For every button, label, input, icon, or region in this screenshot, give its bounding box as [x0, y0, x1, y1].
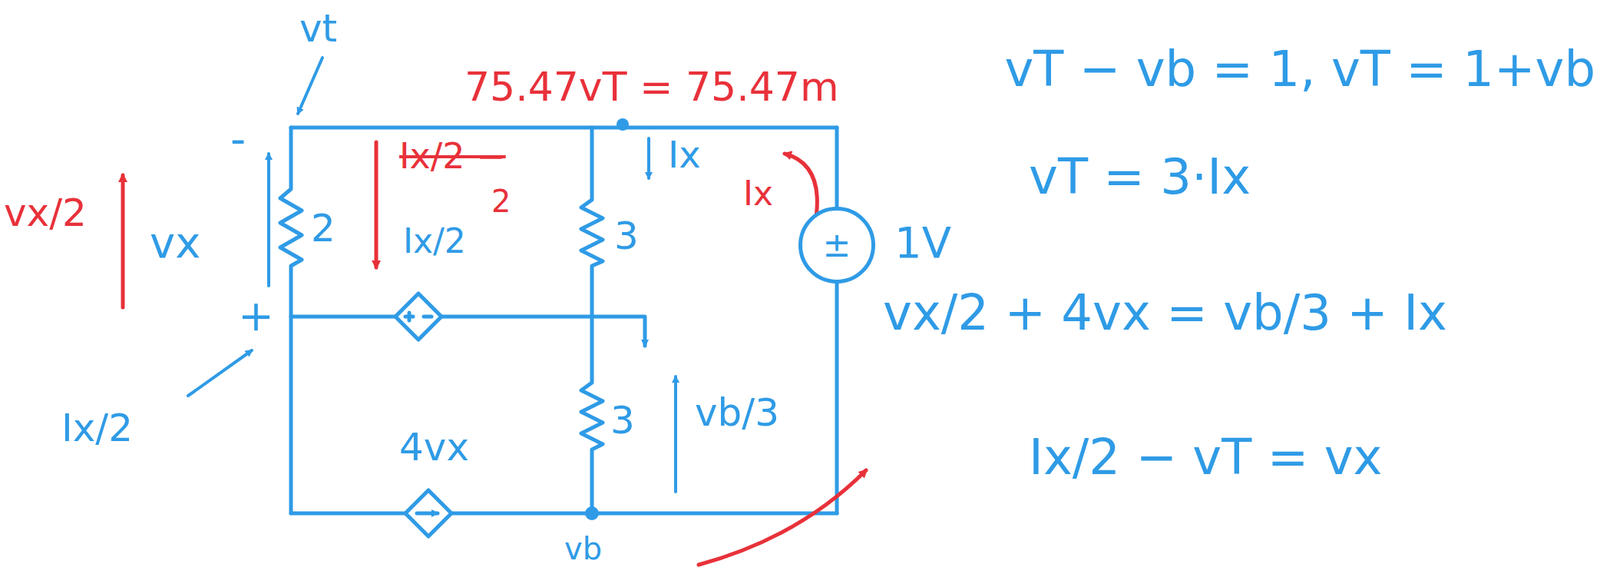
circuit-label: 75.47vT = 75.47m [464, 65, 840, 110]
circuit-label: Ix/2 [61, 406, 133, 450]
circuit-label: Ix [743, 175, 774, 212]
blue-arrow [188, 57, 676, 492]
circuit-label: vt [299, 7, 338, 50]
circuit-label: Ix/2 − vT = vx [1028, 429, 1382, 484]
circuit-label: vb [564, 531, 602, 566]
circuit-label: 2 [491, 184, 511, 219]
wire [280, 127, 837, 536]
circuit-label: Ix [667, 134, 701, 176]
junction-dot [616, 118, 629, 131]
source-polarity: ± [823, 228, 852, 262]
circuit-label: vb/3 [694, 391, 780, 434]
red-arrow [122, 142, 867, 565]
circuit-label: 3 [614, 214, 639, 258]
voltage-source-circle: ± [798, 206, 876, 284]
circuit-label: 4vx [399, 426, 470, 469]
circuit-label: vx [149, 218, 201, 267]
junction-dot [585, 505, 599, 520]
circuit-label: vx/2 + 4vx = vb/3 + Ix [882, 285, 1448, 340]
circuit-label: + [238, 291, 275, 340]
circuit-label: - [230, 115, 246, 163]
circuit-label: 2 [310, 207, 336, 250]
circuit-label: 3 [610, 399, 635, 442]
circuit-label: vT = 3·Ix [1028, 149, 1251, 204]
circuit-label: 1V [894, 218, 952, 267]
circuit-label: Ix/2 [403, 222, 467, 260]
circuit-label: vx/2 [3, 191, 87, 235]
circuit-label: vT − vb = 1, vT = 1+vb [1004, 42, 1596, 96]
circuit-label: Ix/2 − [399, 136, 506, 176]
